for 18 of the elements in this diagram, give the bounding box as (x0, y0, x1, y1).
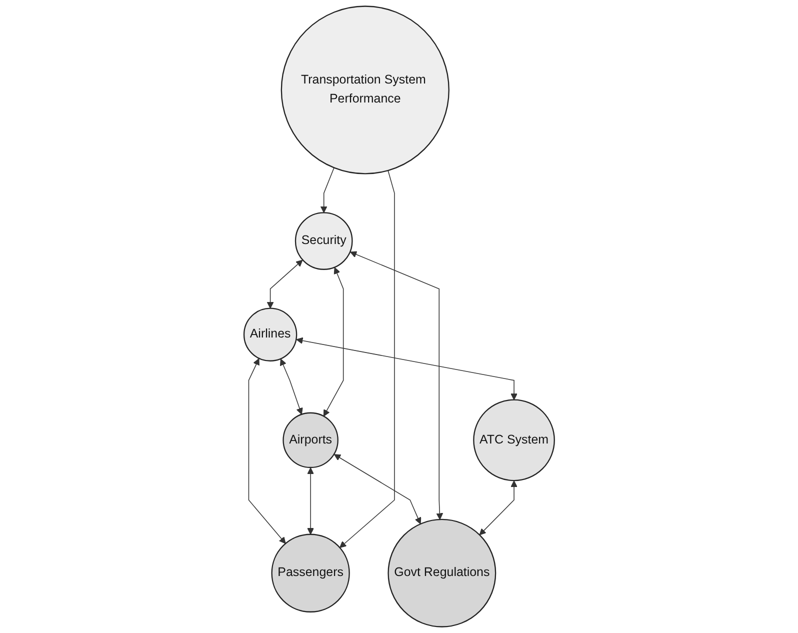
arrow (266, 260, 303, 309)
node-circle: Airlines (243, 308, 297, 362)
node-circle: ATC System (472, 399, 555, 482)
node-circle: Security (294, 212, 353, 270)
arrow (479, 480, 518, 536)
node-circle: Govt Regulations (388, 518, 496, 628)
arrow (350, 251, 443, 520)
arrow (339, 170, 395, 548)
node-circle: Passengers (271, 534, 350, 612)
arrow (323, 267, 344, 417)
arrow (320, 167, 334, 213)
node-circle: Transportation System Performance (280, 6, 450, 174)
arrow (248, 358, 286, 544)
arrow (296, 337, 518, 400)
arrow (306, 467, 314, 535)
node-circle: Airports (282, 412, 338, 468)
arrow (280, 358, 303, 415)
arrow (334, 454, 421, 524)
